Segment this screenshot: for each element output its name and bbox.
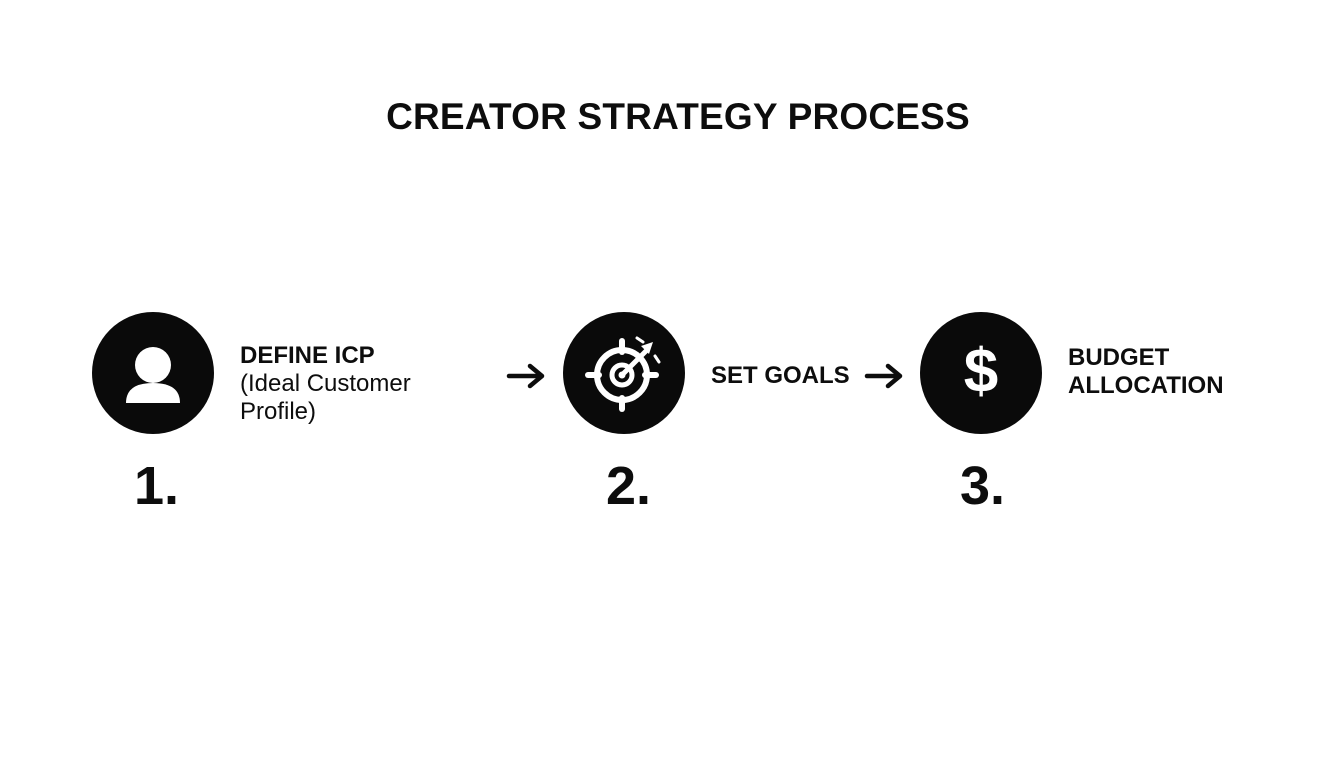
- svg-text:$: $: [964, 337, 998, 406]
- step-1-label-line3: Profile): [240, 398, 317, 425]
- step-2-label: SET GOALS: [711, 362, 850, 390]
- step-1-number: 1.: [134, 456, 180, 516]
- step-3-circle: $: [920, 312, 1042, 434]
- step-1-label-line1: DEFINE ICP: [240, 342, 375, 369]
- step-3-label-line2: ALLOCATION: [1068, 372, 1224, 399]
- arrow-right-icon: [864, 363, 903, 389]
- arrow-right-icon: [506, 363, 545, 389]
- dollar-icon: $: [964, 337, 998, 406]
- step-3-label-line1: BUDGET: [1068, 344, 1170, 371]
- step-1-circle: [92, 312, 214, 434]
- step-2-circle: [563, 312, 685, 434]
- target-icon: [585, 336, 661, 412]
- step-2-number: 2.: [606, 456, 652, 516]
- step-1-label: DEFINE ICP (Ideal Customer Profile): [240, 342, 411, 426]
- page-title: CREATOR STRATEGY PROCESS: [386, 96, 970, 137]
- step-3-number: 3.: [960, 456, 1006, 516]
- step-2-label-line1: SET GOALS: [711, 362, 850, 389]
- step-3-label: BUDGET ALLOCATION: [1068, 344, 1224, 400]
- person-icon: [126, 347, 180, 403]
- step-1-label-line2: (Ideal Customer: [240, 370, 411, 397]
